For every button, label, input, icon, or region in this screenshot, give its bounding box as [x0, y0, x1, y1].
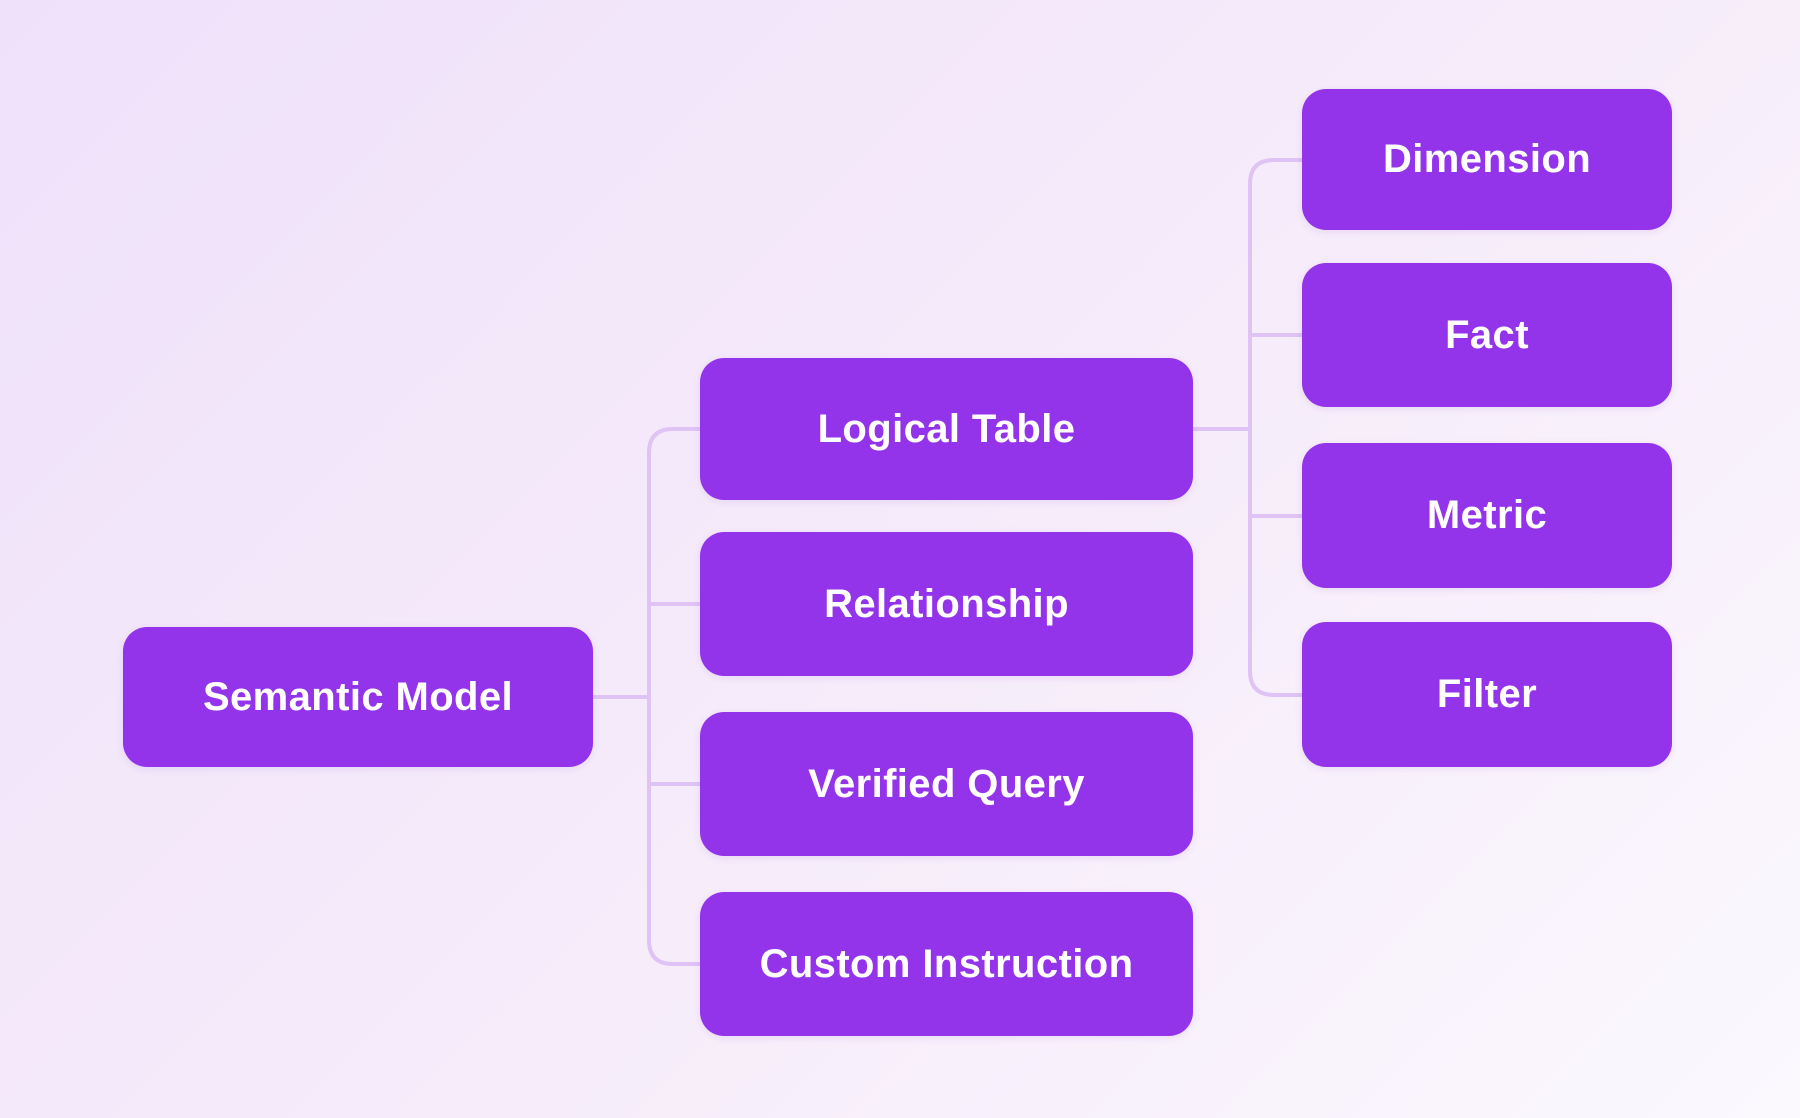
node-label: Filter: [1436, 672, 1538, 716]
node-relationship: Relationship: [700, 532, 1193, 676]
node-logical-table: Logical Table: [700, 358, 1193, 500]
edge-trunk-left: [647, 427, 702, 966]
node-label: Relationship: [824, 581, 1069, 626]
node-label: Semantic Model: [202, 674, 514, 719]
node-label: Logical Table: [817, 406, 1076, 451]
node-filter: Filter: [1302, 622, 1672, 767]
node-custom-instruction: Custom Instruction: [700, 892, 1193, 1036]
node-dimension: Dimension: [1302, 89, 1672, 230]
node-metric: Metric: [1302, 443, 1672, 588]
node-fact: Fact: [1302, 263, 1672, 407]
node-label: Custom Instruction: [759, 941, 1134, 986]
edge-trunk-right: [1248, 158, 1304, 697]
node-label: Dimension: [1382, 137, 1592, 181]
node-label: Verified Query: [808, 761, 1085, 806]
node-semantic-model: Semantic Model: [123, 627, 593, 767]
node-label: Metric: [1426, 493, 1548, 537]
node-label: Fact: [1445, 312, 1529, 357]
node-verified-query: Verified Query: [700, 712, 1193, 856]
